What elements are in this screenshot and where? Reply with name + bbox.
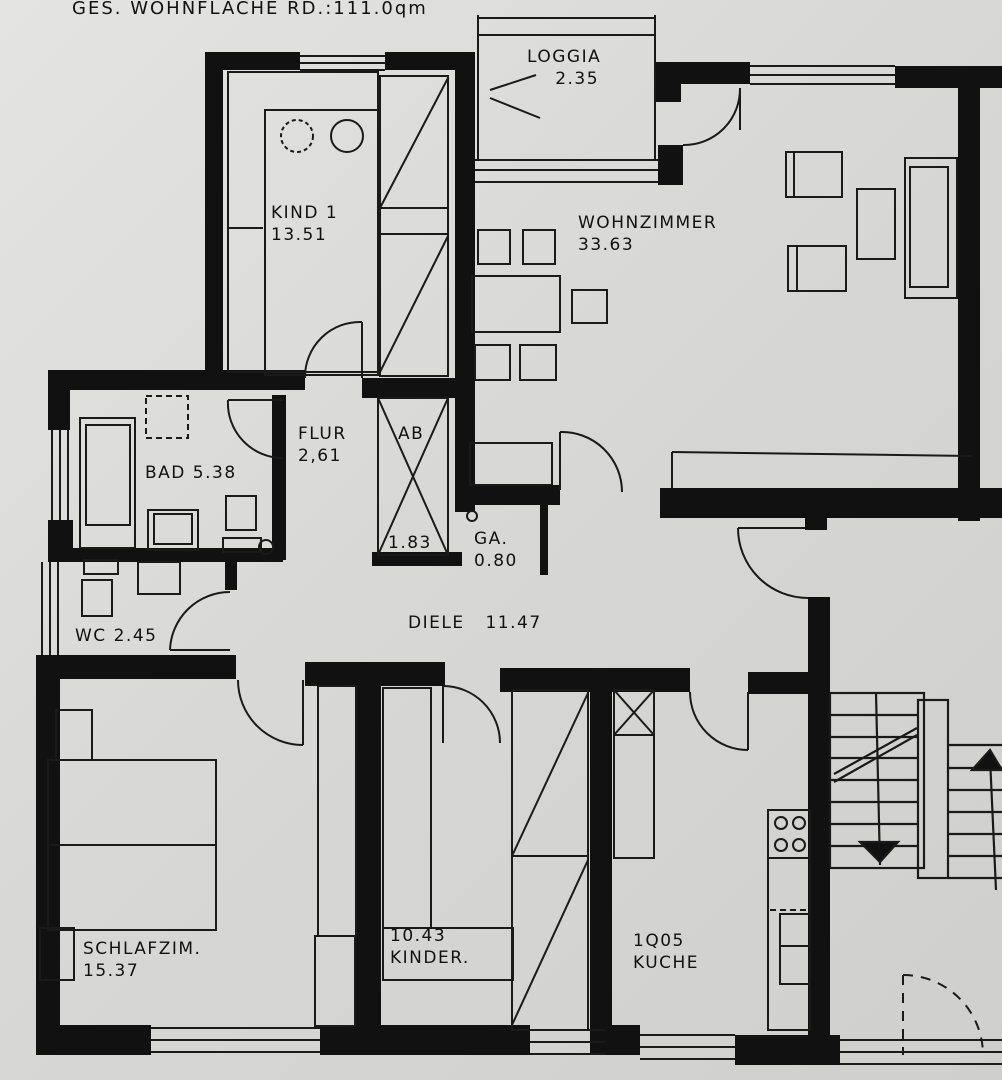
room-label-schlafzimmer: SCHLAFZIM. 15.37: [83, 938, 201, 982]
room-area: 5.38: [192, 463, 237, 483]
staircase: [828, 691, 1002, 891]
room-label-ga: GA. 0.80: [474, 528, 518, 572]
room-name: WOHNZIMMER: [578, 213, 718, 233]
wohnzimmer-furniture: [469, 151, 973, 488]
door-swings: [169, 87, 984, 1056]
room-label-kind1: KIND 1 13.51: [271, 202, 338, 246]
room-area: 1Q05: [633, 931, 685, 951]
room-name: BAD: [145, 463, 186, 483]
room-name: WC: [75, 626, 107, 646]
room-area: 2.35: [555, 69, 600, 89]
room-name: KIND 1: [271, 203, 339, 223]
room-label-diele: DIELE 11.47: [408, 612, 542, 634]
room-area: 11.47: [485, 613, 542, 633]
room-name: AB: [398, 424, 425, 444]
room-name: DIELE: [408, 613, 465, 633]
room-name: KINDER.: [390, 948, 470, 968]
room-name: SCHLAFZIM.: [83, 939, 202, 959]
room-area: 1.83: [388, 533, 432, 553]
windows: [41, 55, 1002, 1065]
room-label-kueche: 1Q05 KUCHE: [633, 930, 699, 974]
room-name: FLUR: [298, 424, 347, 444]
kueche-furniture: [613, 689, 811, 1031]
room-label-bad: BAD 5.38: [145, 462, 237, 484]
room-name: GA.: [474, 529, 509, 549]
room-label-loggia: LOGGIA 2.35: [527, 46, 601, 90]
room-area: 15.37: [83, 961, 140, 981]
kinder-furniture: [382, 687, 589, 1031]
kind1-furniture: [227, 71, 449, 377]
total-living-area-label: GES. WOHNFLÄCHE RD.:111.0qm: [72, 0, 428, 19]
room-area: 0.80: [474, 551, 518, 571]
schlafzimmer-furniture: [39, 685, 357, 1027]
loggia-outline: [477, 15, 656, 160]
room-label-kinder: 10.43 KINDER.: [390, 925, 470, 969]
room-area: 33.63: [578, 235, 635, 255]
bad-wc-furniture: [79, 395, 274, 617]
room-label-ab-area: 1.83: [388, 532, 432, 554]
room-name: KUCHE: [633, 953, 700, 973]
room-area: 2,61: [298, 446, 342, 466]
room-area: 13.51: [271, 225, 328, 245]
room-name: LOGGIA: [527, 47, 602, 67]
room-area: 10.43: [390, 926, 447, 946]
room-label-wohnzimmer: WOHNZIMMER 33.63: [578, 212, 717, 256]
room-label-wc: WC 2.45: [75, 625, 157, 647]
room-area: 2.45: [113, 626, 158, 646]
room-label-ab-name: AB: [398, 423, 424, 445]
ab-storage: [377, 397, 478, 556]
room-label-flur: FLUR 2,61: [298, 423, 347, 467]
